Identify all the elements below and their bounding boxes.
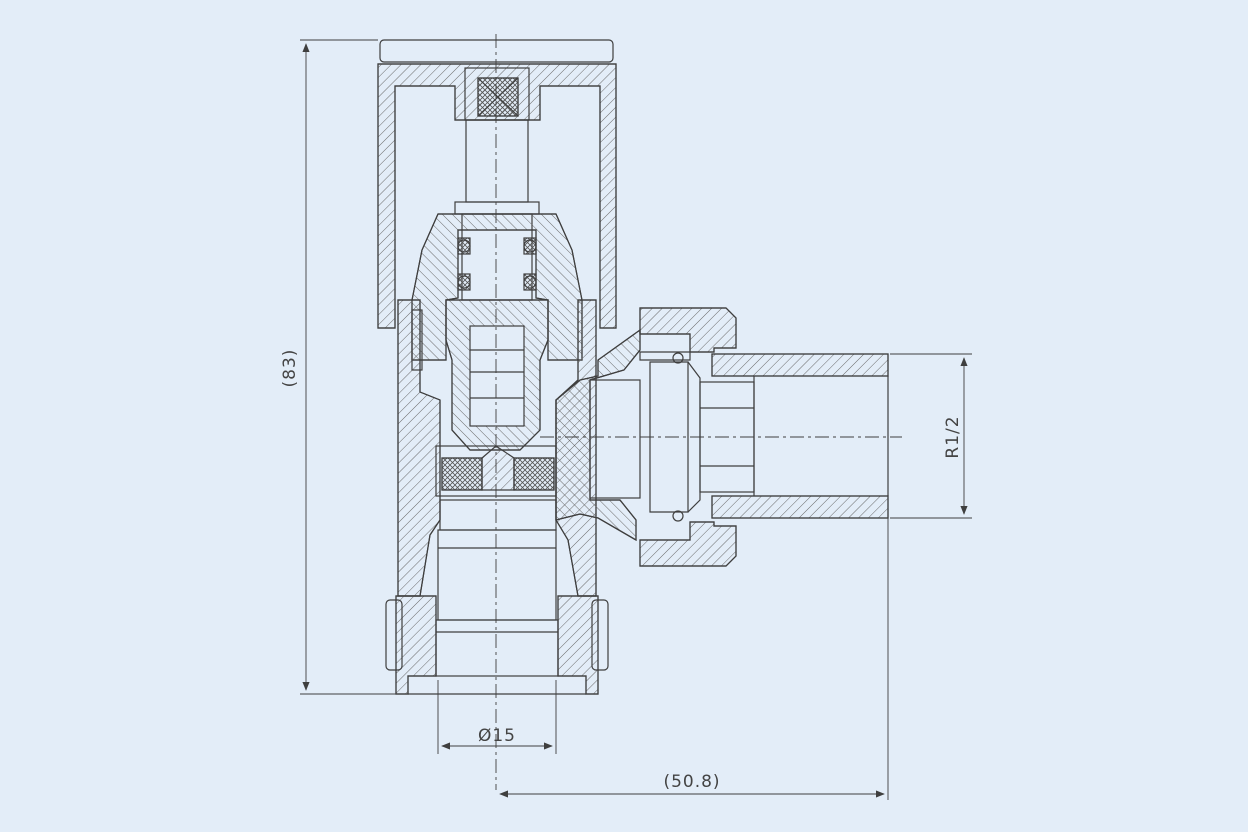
dimension-offset: [499, 518, 889, 800]
dimension-diameter: [437, 680, 557, 754]
diameter-dimension-label: Ø15: [478, 726, 516, 746]
seat-washer: [435, 445, 557, 497]
stem-insert: [445, 299, 549, 451]
dimension-thread: [890, 353, 972, 519]
dimension-height: [300, 39, 408, 695]
height-dimension-label: (83): [280, 349, 300, 388]
thread-dimension-label: R1/2: [943, 415, 963, 458]
side-outlet: [555, 307, 889, 567]
spindle: [454, 119, 540, 301]
center-lines: [495, 34, 902, 790]
lower-tail: [385, 499, 609, 695]
offset-dimension-label: (50.8): [663, 772, 720, 792]
handle-cap: [377, 39, 617, 329]
